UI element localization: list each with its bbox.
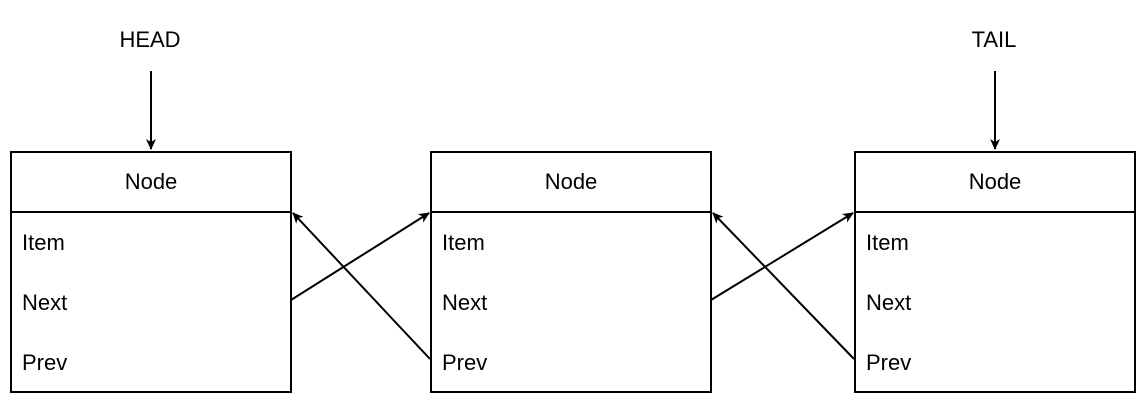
node2-next-arrow	[710, 212, 854, 301]
node-box-2: Node Item Next Prev	[430, 151, 712, 393]
node-box-1: Node Item Next Prev	[10, 151, 292, 393]
node-title: Node	[856, 153, 1134, 213]
node-field-prev: Prev	[22, 350, 68, 375]
head-label: HEAD	[119, 27, 181, 52]
node3-prev-arrow	[712, 212, 855, 360]
node-title: Node	[12, 153, 290, 213]
node-field-prev: Prev	[866, 350, 912, 375]
node-field-prev: Prev	[442, 350, 488, 375]
node-field-item: Item	[866, 230, 909, 255]
node-field-next: Next	[866, 290, 912, 315]
tail-label: TAIL	[971, 27, 1017, 52]
node1-next-arrow	[290, 212, 430, 301]
node-box-3: Node Item Next Prev	[854, 151, 1136, 393]
node-field-item: Item	[22, 230, 65, 255]
node-title: Node	[432, 153, 710, 213]
node2-prev-arrow	[292, 212, 431, 360]
node-field-next: Next	[22, 290, 68, 315]
node-field-item: Item	[442, 230, 485, 255]
node-field-next: Next	[442, 290, 488, 315]
